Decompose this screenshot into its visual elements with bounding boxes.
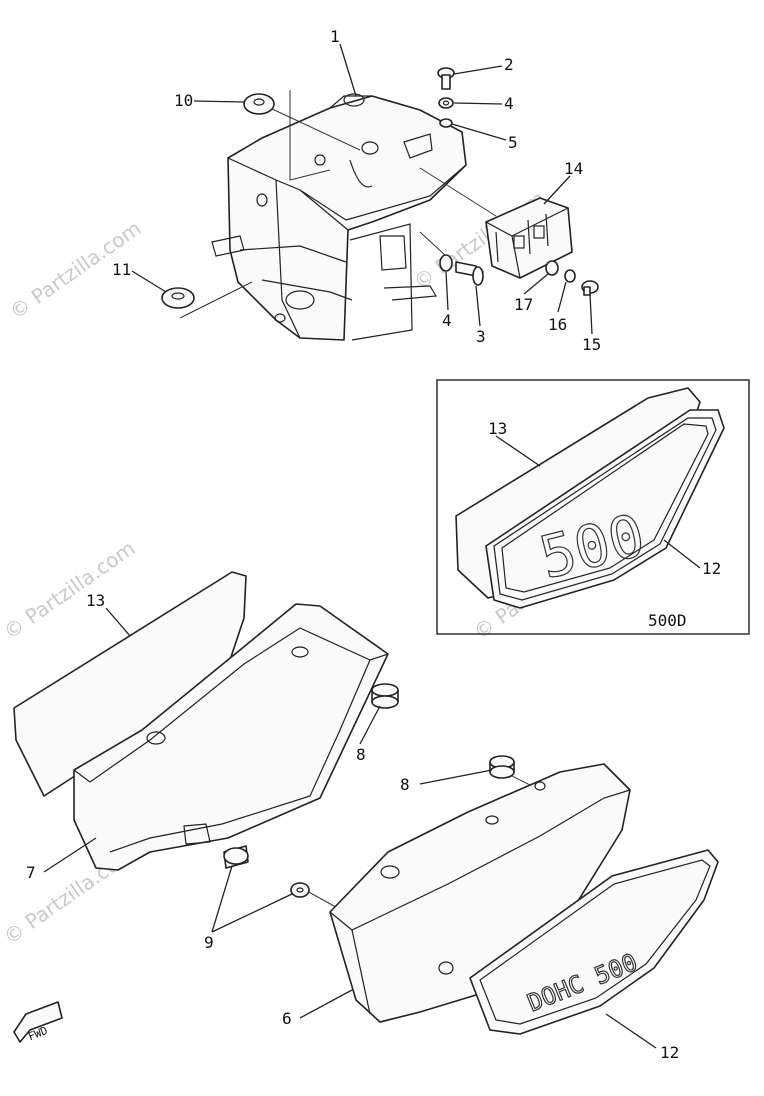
washer-5: [439, 118, 453, 128]
callout-6: 6: [282, 1009, 292, 1028]
callout-9: 9: [204, 933, 214, 952]
callout-14: 14: [564, 159, 583, 178]
screw-2: [437, 67, 455, 90]
grommet-11: [161, 287, 195, 309]
callout-1: 1: [330, 27, 340, 46]
fuse-holder-14: [485, 197, 573, 279]
callout-2: 2: [504, 55, 514, 74]
callout-12-lower: 12: [660, 1043, 679, 1062]
nut-17: [545, 260, 559, 276]
callout-8-left: 8: [356, 745, 366, 764]
callout-13-inset: 13: [488, 419, 507, 438]
screw-15: [581, 280, 599, 296]
callout-4-right: 4: [442, 311, 452, 330]
leader-lines: [43, 43, 701, 1049]
callout-5: 5: [508, 133, 518, 152]
callout-17: 17: [514, 295, 533, 314]
grommet-10: [243, 93, 275, 115]
callout-15: 15: [582, 335, 601, 354]
grommet-9-left: [223, 845, 249, 869]
washer-16: [564, 269, 576, 283]
callout-8-right: 8: [400, 775, 410, 794]
bolt-3: [455, 261, 484, 286]
callout-4-top: 4: [504, 94, 514, 113]
callout-16: 16: [548, 315, 567, 334]
fwd-arrow: FWD: [13, 1001, 63, 1043]
callout-10: 10: [174, 91, 193, 110]
inset-500d: 500 500D: [436, 379, 750, 635]
washer-4-top: [438, 97, 454, 109]
grommet-8-left: [371, 683, 399, 709]
callout-7: 7: [26, 863, 36, 882]
grommet-9-right: [290, 882, 310, 898]
side-cover-7: [73, 603, 389, 871]
callout-11: 11: [112, 260, 131, 279]
callout-13-left: 13: [86, 591, 105, 610]
callout-numbers: 1 2 4 5 10 11 14 4 3 17 16 15 13 12 13 8…: [26, 27, 721, 1062]
callout-3: 3: [476, 327, 486, 346]
side-cover-6: [329, 763, 631, 1023]
washer-4-right: [439, 254, 453, 272]
callout-12-inset: 12: [702, 559, 721, 578]
battery-box-bracket: [211, 93, 467, 341]
watermark-left: © Partzilla.com: [0, 536, 139, 644]
grommet-8-right: [489, 755, 515, 779]
inset-label: 500D: [648, 611, 687, 630]
